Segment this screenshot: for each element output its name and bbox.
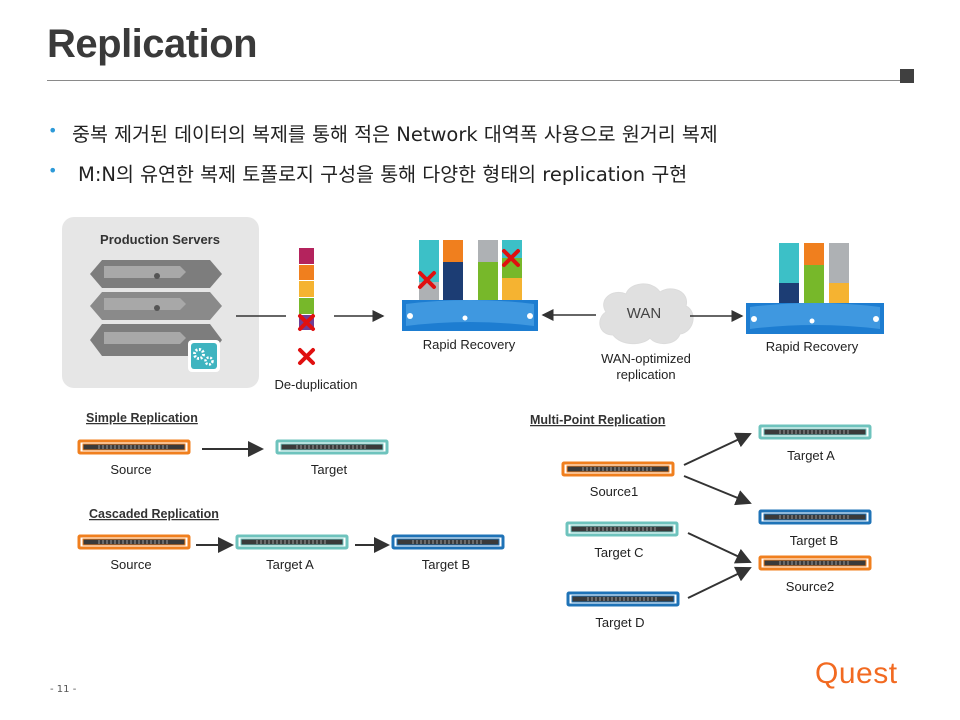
page-number: - 11 - — [50, 684, 77, 695]
multipoint-replication-title: Multi-Point Replication — [530, 413, 665, 427]
mp-source2-label: Source2 — [786, 579, 834, 594]
mp-source1-server — [561, 461, 675, 477]
wan-label: WAN — [627, 305, 661, 322]
mp-target-c-server — [565, 521, 679, 537]
simple-source-server — [77, 439, 191, 455]
arrow-icon — [683, 475, 752, 506]
arrow-icon — [687, 532, 752, 564]
server-rack-icon — [90, 260, 222, 356]
arrow-icon — [687, 566, 752, 599]
cascaded-source-server — [77, 534, 191, 550]
deduplication-label: De-duplication — [274, 377, 357, 392]
cascaded-target-b-label: Target B — [422, 557, 470, 572]
rapid-recovery-1-label: Rapid Recovery — [423, 337, 516, 352]
simple-target-server — [275, 439, 389, 455]
gear-icon — [188, 340, 220, 372]
cascaded-replication-title: Cascaded Replication — [89, 507, 219, 521]
bullet-dot: • — [48, 161, 58, 180]
simple-replication-title: Simple Replication — [86, 411, 198, 425]
arrow-icon — [683, 432, 752, 466]
production-servers-panel: Production Servers — [62, 217, 259, 388]
wan-optimized-label-line2: replication — [616, 367, 675, 382]
mp-source1-label: Source1 — [590, 484, 638, 499]
bullet-1-text: 중복 제거된 데이터의 복제를 통해 적은 Network 대역폭 사용으로 원… — [72, 123, 718, 146]
cascaded-source-label: Source — [110, 557, 151, 572]
mp-target-d-server — [566, 591, 680, 607]
mp-target-a-label: Target A — [787, 448, 835, 463]
mp-target-b-label: Target B — [790, 533, 838, 548]
quest-logo: Quest — [815, 657, 898, 690]
slide-title: Replication — [47, 22, 258, 66]
red-x-icon — [298, 314, 315, 331]
cascaded-target-a-server — [235, 534, 349, 550]
rapid-recovery-2 — [746, 243, 884, 334]
title-divider — [47, 80, 912, 81]
appliance-icon — [746, 303, 884, 334]
red-x-icon — [502, 249, 520, 267]
simple-target-label: Target — [311, 462, 348, 477]
wan-optimized-label-line1: WAN-optimized — [601, 351, 691, 366]
mp-target-a-server — [758, 424, 872, 440]
red-x-icon — [418, 271, 436, 289]
mp-target-d-label: Target D — [595, 615, 644, 630]
mp-source2-server — [758, 555, 872, 571]
deduplication-stack — [298, 248, 315, 365]
red-x-icon — [298, 348, 315, 365]
cascaded-target-b-server — [391, 534, 505, 550]
simple-source-label: Source — [110, 462, 151, 477]
cascaded-target-a-label: Target A — [266, 557, 314, 572]
appliance-icon — [402, 300, 538, 331]
mp-target-c-label: Target C — [594, 545, 643, 560]
cloud-icon — [599, 283, 694, 345]
bullet-2-text: M:N의 유연한 복제 토폴로지 구성을 통해 다양한 형태의 replicat… — [78, 163, 688, 186]
production-servers-label: Production Servers — [100, 232, 220, 247]
mp-target-b-server — [758, 509, 872, 525]
rapid-recovery-1 — [402, 240, 538, 331]
title-corner-square — [900, 69, 914, 83]
bullet-dot: • — [48, 121, 58, 140]
rapid-recovery-2-label: Rapid Recovery — [766, 339, 859, 354]
